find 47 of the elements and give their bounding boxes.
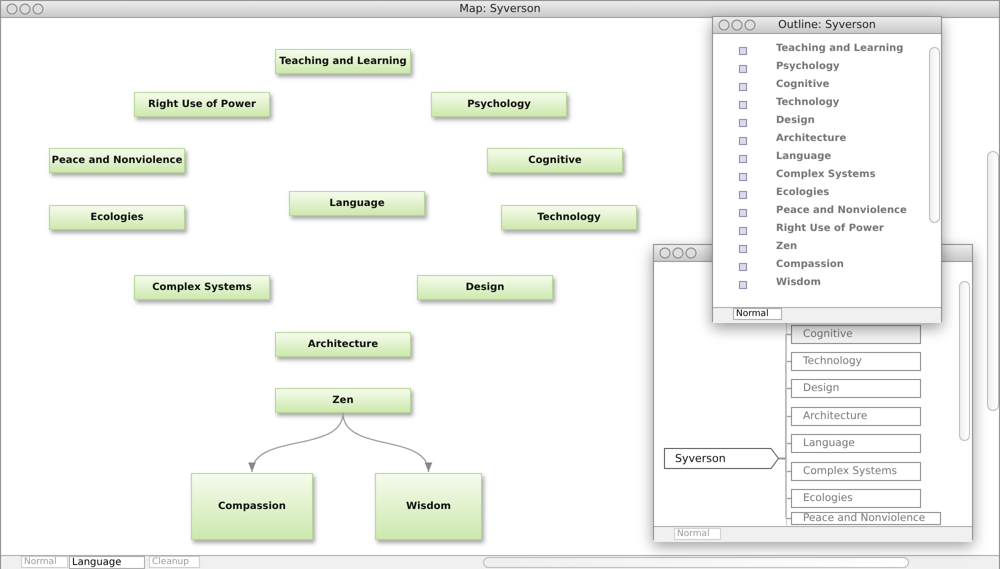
view-menu: Cleanup xyxy=(149,556,200,568)
chart-box: Complex Systems xyxy=(791,462,921,481)
note-box: Psychology xyxy=(431,92,567,117)
outline-item: Zen xyxy=(776,241,798,252)
outline-item: Compassion xyxy=(776,259,844,270)
note-box: Ecologies xyxy=(49,205,185,230)
outline-item: Right Use of Power xyxy=(776,223,884,234)
outline-item: Psychology xyxy=(776,61,840,72)
outline-item: Architecture xyxy=(776,133,846,144)
note-box: Technology xyxy=(501,205,637,230)
note-box: Compassion xyxy=(191,473,313,540)
chart-box: Ecologies xyxy=(791,489,921,508)
text-field: Language xyxy=(69,556,145,569)
chart-box: Technology xyxy=(791,352,921,371)
note-box: Right Use of Power xyxy=(134,92,270,117)
note-box: Peace and Nonviolence xyxy=(49,148,185,173)
note-box: Teaching and Learning xyxy=(275,49,411,74)
arrow xyxy=(250,412,344,472)
outline-item: Peace and Nonviolence xyxy=(776,205,907,216)
chart-box: Peace and Nonviolence xyxy=(791,512,941,525)
root-tag: Syverson xyxy=(664,448,779,469)
note-box: Design xyxy=(417,275,553,300)
outline-item: Design xyxy=(776,115,815,126)
view-menu: Normal xyxy=(21,556,68,568)
outline-item: Wisdom xyxy=(776,277,821,288)
note-box: Wisdom xyxy=(375,473,482,540)
outline-item: Language xyxy=(776,151,832,162)
window-title: Map: Syverson xyxy=(459,2,541,15)
chart-box: Architecture xyxy=(791,407,921,426)
view-menu: Normal xyxy=(674,528,721,540)
note-box: Cognitive xyxy=(487,148,623,173)
view-menu: Normal xyxy=(733,308,782,320)
outline-item: Ecologies xyxy=(776,187,830,198)
note-box: Language xyxy=(289,191,425,216)
outline-item: Teaching and Learning xyxy=(776,43,904,54)
window-title: Outline: Syverson xyxy=(778,18,876,31)
note-box: Zen xyxy=(275,388,411,413)
chart-box: Language xyxy=(791,434,921,453)
chart-box: Design xyxy=(791,379,921,398)
outline-item: Technology xyxy=(776,97,840,108)
note-box: Architecture xyxy=(275,332,411,357)
tree-line xyxy=(779,458,791,520)
outline-item: Complex Systems xyxy=(776,169,876,180)
arrow xyxy=(342,412,430,472)
outline-item: Cognitive xyxy=(776,79,830,90)
chart-box: Cognitive xyxy=(791,325,921,344)
note-box: Complex Systems xyxy=(134,275,270,300)
